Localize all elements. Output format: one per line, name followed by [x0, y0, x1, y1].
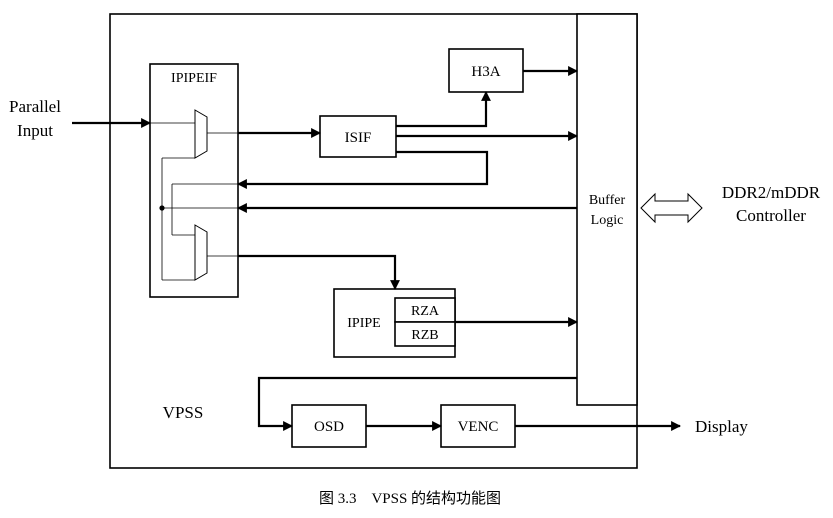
isif-feedback-arrow [237, 150, 489, 189]
mux-upper-icon [194, 109, 208, 159]
rzb-block [394, 321, 456, 347]
buffer-logic-block [576, 13, 638, 406]
ipipeif-block [149, 63, 239, 298]
mux-lower-icon [194, 224, 208, 281]
logic-label: Logic [591, 213, 624, 228]
ddr-bidirectional-arrow-icon [640, 192, 703, 224]
rzb-label: RZB [411, 328, 438, 343]
ipipeif-internal-wiring [150, 122, 238, 281]
venc-label: VENC [458, 419, 499, 435]
h3a-label: H3A [471, 64, 500, 80]
buffer-to-osd-arrow [257, 376, 577, 431]
ddr-label-line1: DDR2/mDDR [722, 183, 821, 202]
rza-label: RZA [411, 304, 440, 319]
isif-block [319, 115, 397, 158]
signal-wires [72, 66, 681, 431]
buffer-label: Buffer [589, 193, 626, 208]
rza-block [394, 297, 456, 323]
osd-label: OSD [314, 419, 344, 435]
ipipeif-to-ipipe-arrow [238, 254, 400, 290]
ipipe-label: IPIPE [347, 316, 380, 331]
isif-label: ISIF [345, 130, 372, 146]
parallel-input-label-line1: Parallel [9, 97, 61, 116]
isif-to-h3a-arrow [396, 91, 491, 128]
junction-dot [159, 205, 165, 211]
ddr-label-line2: Controller [736, 206, 806, 225]
parallel-input-label-line2: Input [17, 121, 53, 140]
display-label: Display [695, 417, 748, 436]
figure-caption: 图 3.3 VPSS 的结构功能图 [319, 490, 501, 507]
ipipeif-label: IPIPEIF [171, 71, 217, 86]
vpss-label: VPSS [163, 403, 204, 422]
